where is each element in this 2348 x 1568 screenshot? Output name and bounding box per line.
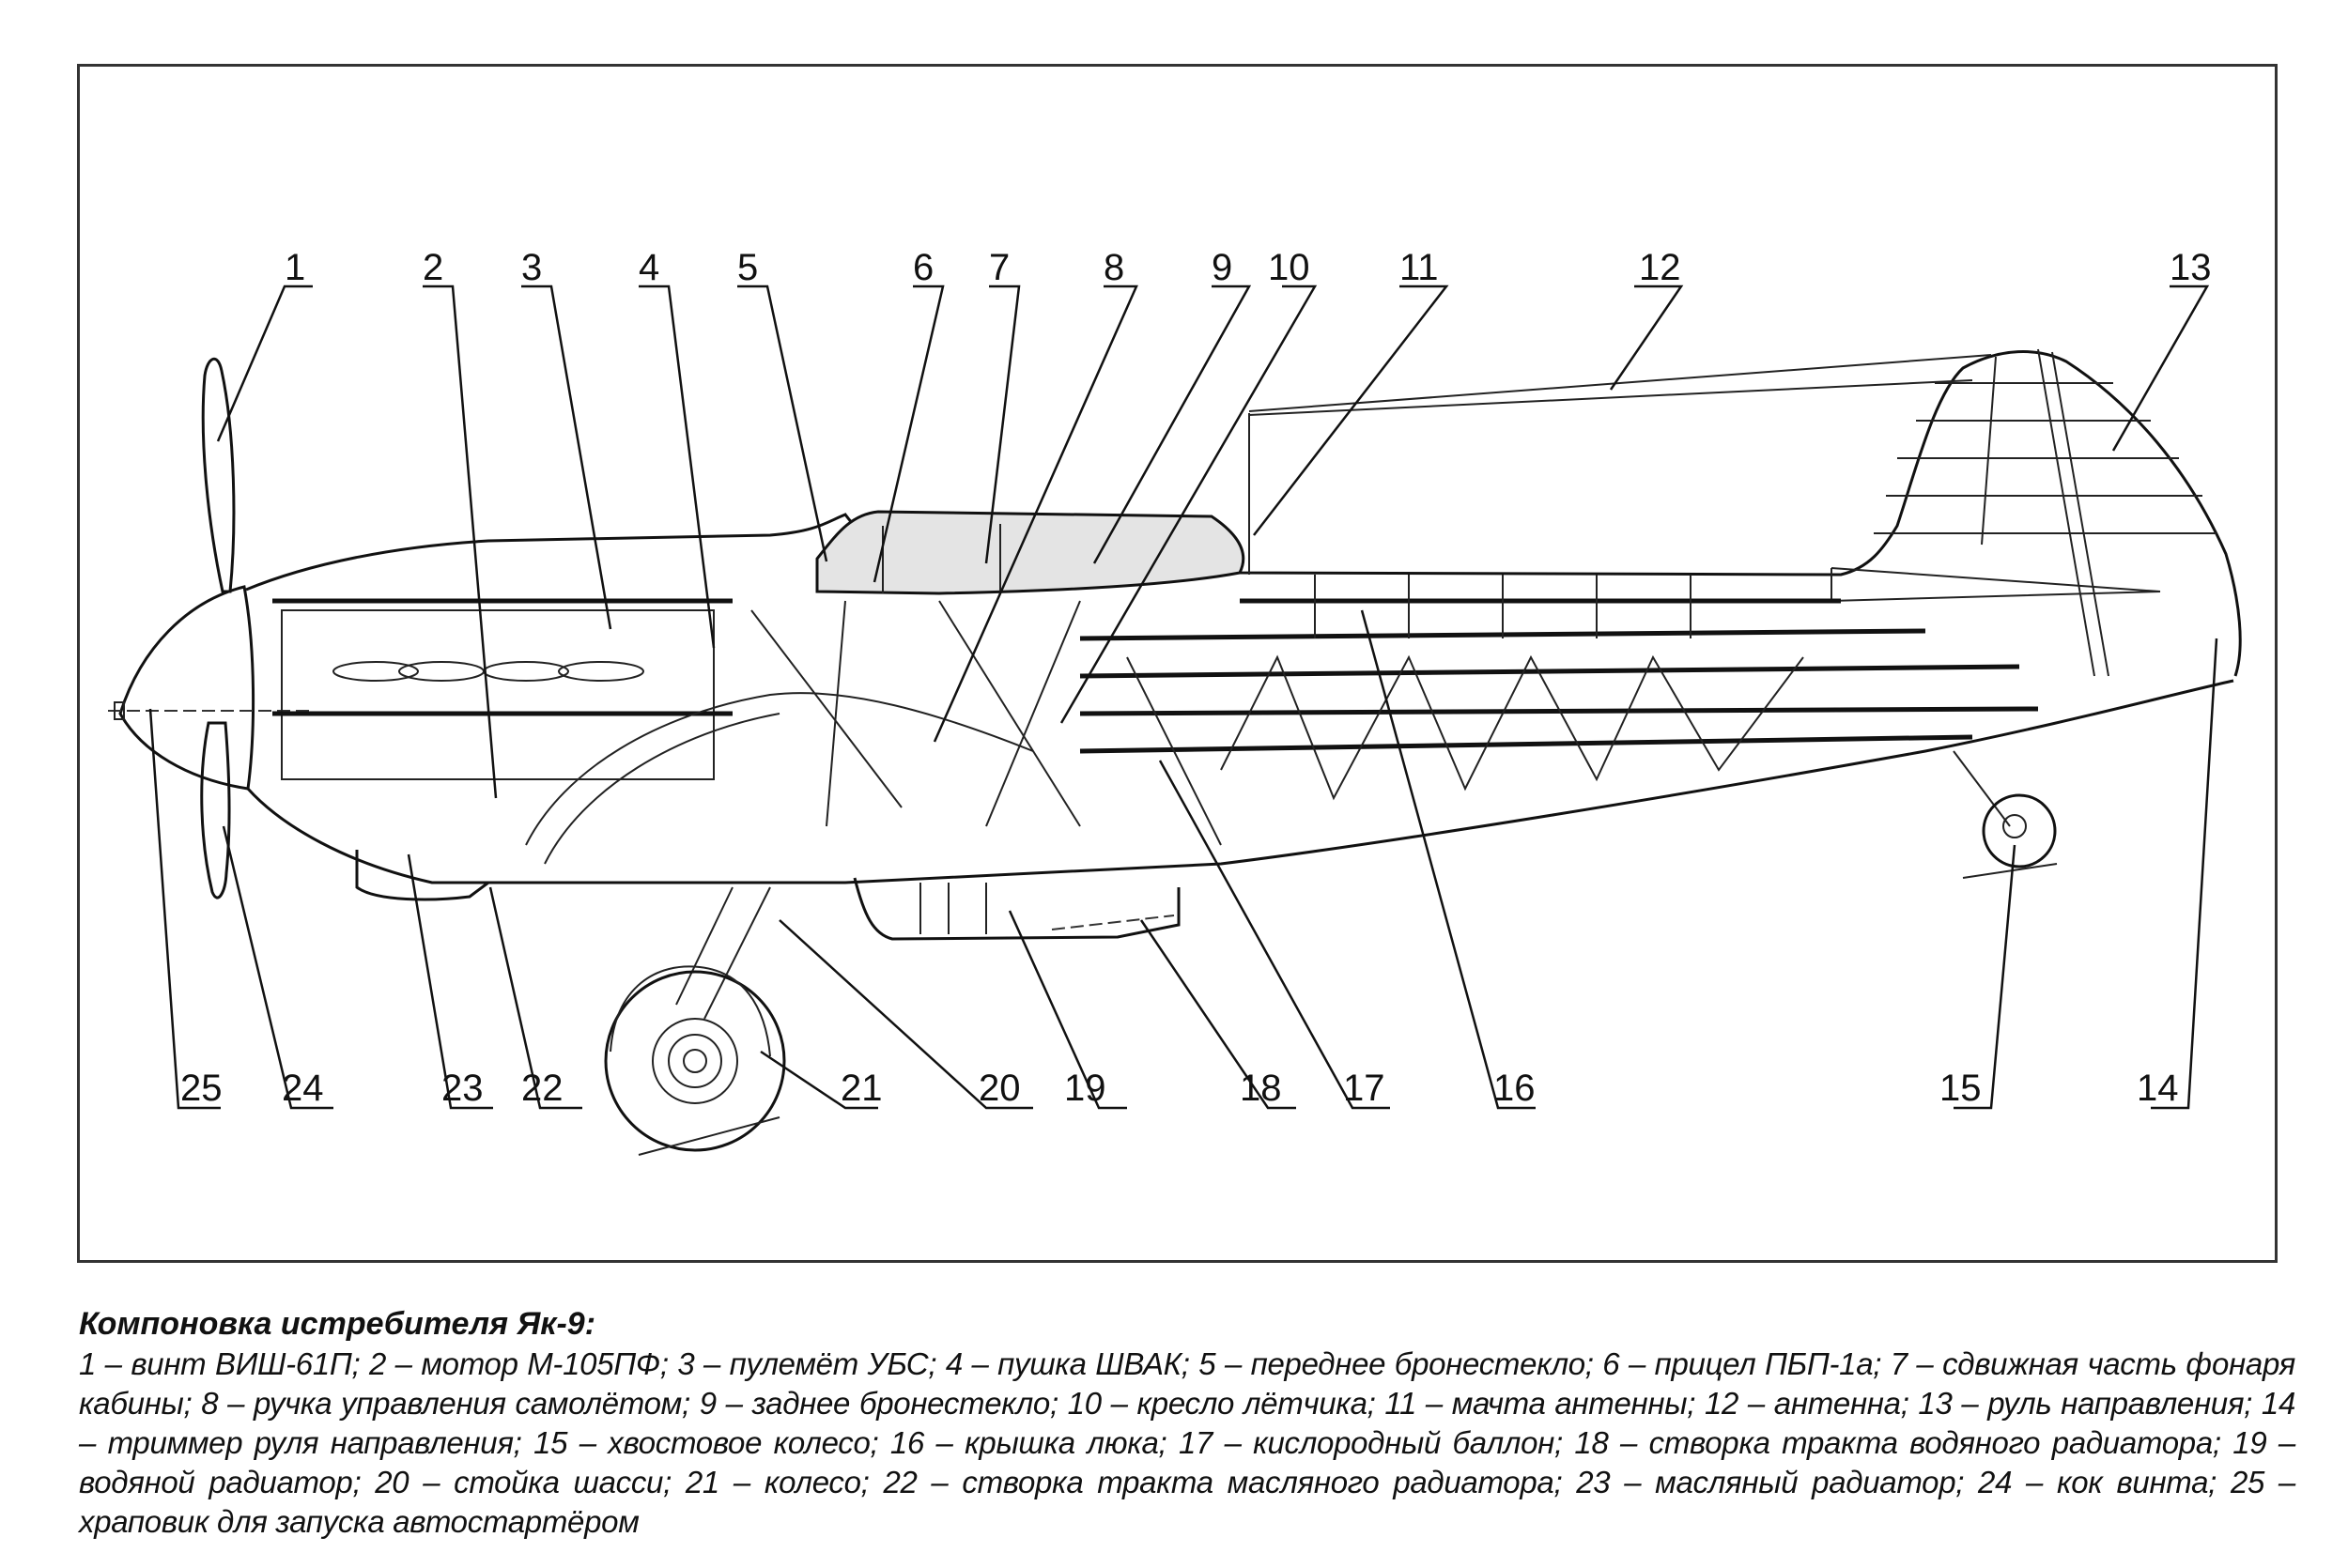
callout-11: 11 (1399, 247, 1439, 288)
main-wheel-hub-outer (652, 1018, 738, 1104)
ground-line-main (638, 1116, 780, 1156)
callout-15: 15 (1939, 1068, 1982, 1109)
propeller-blade-upper (201, 358, 236, 593)
caption-title: Компоновка истребителя Як-9: (79, 1306, 596, 1342)
legend-item-6: 6 – прицел ПБП-1а; (1602, 1346, 1891, 1381)
callout-2: 2 (423, 247, 443, 288)
oil-radiator-housing (355, 850, 489, 901)
canopy-glass (815, 510, 1245, 595)
radiator-flap (1051, 915, 1175, 930)
legend-item-11: 11 – мачта антенны; (1384, 1386, 1705, 1421)
callout-20: 20 (979, 1068, 1021, 1109)
legend-item-7: 7 – сдвижная часть фонаря кабины; (79, 1346, 2295, 1421)
callout-8: 8 (1104, 247, 1124, 288)
legend-item-9: 9 – заднее бронестекло; (699, 1386, 1068, 1421)
callout-1: 1 (285, 247, 305, 288)
callout-3: 3 (521, 247, 542, 288)
tail-wheel (1982, 793, 2057, 869)
legend-item-15: 15 – хвостовое колесо; (533, 1425, 890, 1460)
callout-7: 7 (989, 247, 1010, 288)
main-gear-strut (675, 886, 771, 1020)
figure-caption: Компоновка истребителя Як-9: 1 – винт ВИ… (79, 1303, 2295, 1542)
legend-item-20: 20 – стойка шасси; (375, 1465, 686, 1499)
legend-item-24: 24 – кок винта; (1978, 1465, 2231, 1499)
legend-item-1: 1 – винт ВИШ-61П; (79, 1346, 369, 1381)
callout-16: 16 (1493, 1068, 1536, 1109)
legend-item-21: 21 – колесо; (685, 1465, 884, 1499)
main-wheel (604, 970, 786, 1152)
callout-18: 18 (1240, 1068, 1282, 1109)
callout-25: 25 (180, 1068, 223, 1109)
legend-item-14: 14 – триммер руля направления; (79, 1386, 2295, 1460)
callout-23: 23 (441, 1068, 484, 1109)
tail-wheel-hub (2002, 814, 2027, 838)
callout-17: 17 (1343, 1068, 1385, 1109)
legend-item-10: 10 – кресло лётчика; (1067, 1386, 1385, 1421)
callout-10: 10 (1268, 247, 1310, 288)
main-wheel-fairing (610, 965, 771, 1057)
main-wheel-hub-mid (668, 1034, 722, 1088)
drawing-frame (77, 64, 2278, 1263)
caption-legend: 1 – винт ВИШ-61П; 2 – мотор М-105ПФ; 3 –… (79, 1345, 2295, 1542)
water-radiator-housing (853, 877, 1181, 941)
callout-22: 22 (521, 1068, 564, 1109)
callouts-top: 1 2 3 4 5 6 7 8 9 10 11 12 13 (285, 247, 2212, 288)
cockpit-frame (750, 600, 1222, 846)
callout-6: 6 (913, 247, 934, 288)
ground-line-tail (1962, 863, 2058, 879)
fin-ribs (1874, 348, 2217, 677)
legend-item-19: 19 – водяной радиатор; (79, 1425, 2295, 1499)
callout-4: 4 (639, 247, 659, 288)
legend-item-18: 18 – створка тракта водяного радиатора; (1574, 1425, 2233, 1460)
rear-fuselage-structure (1079, 575, 2039, 801)
callout-24: 24 (282, 1068, 324, 1109)
engine-block (272, 598, 1034, 865)
legend-item-8: 8 – ручка управления самолётом; (201, 1386, 700, 1421)
spinner (118, 585, 255, 791)
legend-item-2: 2 – мотор М-105ПФ; (368, 1346, 678, 1381)
legend-item-3: 3 – пулемёт УБС; (677, 1346, 946, 1381)
legend-item-5: 5 – переднее бронестекло; (1198, 1346, 1603, 1381)
legend-item-13: 13 – руль направления; (1918, 1386, 2262, 1421)
antenna-wire-upper (1248, 354, 1992, 412)
fuselage-top (245, 350, 2242, 677)
propeller-blade-lower (200, 721, 231, 899)
callout-21: 21 (841, 1068, 883, 1109)
legend-item-25: 25 – храповик для запуска автостартёром (79, 1465, 2295, 1539)
legend-item-17: 17 – кислородный баллон; (1178, 1425, 1575, 1460)
legend-item-22: 22 – створка тракта масляного радиатора; (883, 1465, 1577, 1499)
callout-12: 12 (1639, 247, 1681, 288)
callouts-bottom: 25 24 23 22 21 20 19 18 17 16 15 14 (180, 1068, 2179, 1109)
starter-ratchet (114, 701, 125, 720)
callout-9: 9 (1212, 247, 1232, 288)
legend-item-23: 23 – масляный радиатор; (1576, 1465, 1979, 1499)
legend-item-12: 12 – антенна; (1704, 1386, 1919, 1421)
callout-13: 13 (2170, 247, 2212, 288)
antenna-wire-lower (1248, 379, 1973, 416)
callout-19: 19 (1064, 1068, 1106, 1109)
main-wheel-hub-inner (683, 1049, 707, 1073)
legend-item-16: 16 – крышка люка; (889, 1425, 1179, 1460)
tail-wheel-strut (1953, 750, 2011, 827)
leader-lines (148, 284, 2218, 1110)
callout-14: 14 (2137, 1068, 2179, 1109)
horizontal-stabilizer (1831, 567, 2161, 603)
aircraft-outline (108, 348, 2242, 1156)
legend-item-4: 4 – пушка ШВАК; (945, 1346, 1199, 1381)
callout-5: 5 (737, 247, 758, 288)
